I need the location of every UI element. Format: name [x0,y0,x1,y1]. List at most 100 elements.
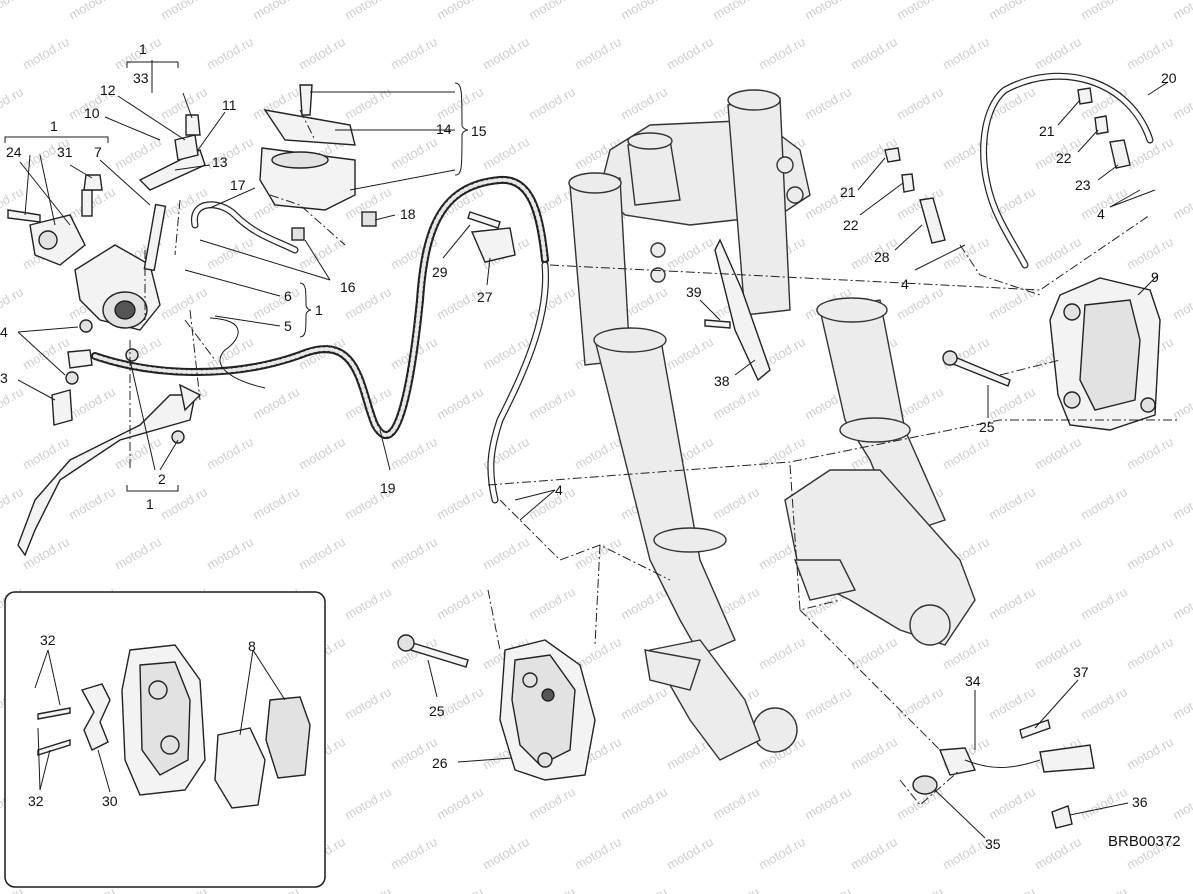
watermark-text: motod.ru [158,284,210,323]
watermark-text: motod.ru [710,784,762,823]
callout-label: 8 [248,638,256,654]
callout-label: 23 [1075,177,1091,193]
watermark-text: motod.ru [618,784,670,823]
watermark-text: motod.ru [664,834,716,873]
watermark-text: motod.ru [756,634,808,673]
watermark-text: motod.ru [526,384,578,423]
callout-label: 38 [714,373,730,389]
watermark-text: motod.ru [112,534,164,573]
watermark-text: motod.ru [1170,784,1193,823]
watermark-text: motod.ru [388,834,440,873]
callout-label: 4 [0,324,8,340]
watermark-text: motod.ru [894,684,946,723]
watermark-text: motod.ru [618,0,670,23]
braided-brake-hose [91,175,550,504]
watermark-text: motod.ru [342,584,394,623]
callout-label: 36 [1132,794,1148,810]
banjo-fittings [884,87,1131,244]
watermark-text: motod.ru [986,484,1038,523]
callout-label: 4 [1097,206,1105,222]
watermark-text: motod.ru [20,34,72,73]
callout-label: 21 [1039,123,1055,139]
callout-label: 3 [0,370,8,386]
diagram-code: BRB00372 [1108,833,1181,850]
watermark-text: motod.ru [802,884,854,894]
watermark-text: motod.ru [664,34,716,73]
watermark-text: motod.ru [894,884,946,894]
master-cylinder-assembly [7,114,206,557]
callout-label: 19 [380,480,396,496]
watermark-text: motod.ru [112,134,164,173]
watermark-text: motod.ru [756,834,808,873]
watermark-text: motod.ru [1170,484,1193,523]
callout-label: 16 [340,279,356,295]
left-brake-caliper [499,639,596,781]
watermark-text: motod.ru [1170,0,1193,23]
right-brake-hose [980,72,1154,269]
watermark-text: motod.ru [526,0,578,23]
watermark-text: motod.ru [296,434,348,473]
hose-clip [470,227,516,263]
watermark-text: motod.ru [296,534,348,573]
watermark-text: motod.ru [0,284,26,323]
watermark-text: motod.ru [848,34,900,73]
callout-label: 21 [840,184,856,200]
watermark-text: motod.ru [848,834,900,873]
watermark-text: motod.ru [1170,384,1193,423]
callout-label: 6 [284,288,292,304]
callout-label: 29 [432,264,448,280]
watermark-text: motod.ru [1170,84,1193,123]
watermark-text: motod.ru [618,584,670,623]
watermark-text: motod.ru [1170,184,1193,223]
callout-label: 27 [477,289,493,305]
callout-label: 18 [400,206,416,222]
watermark-text: motod.ru [434,0,486,23]
switch-wire [209,317,266,389]
watermark-text: motod.ru [388,534,440,573]
watermark-text: motod.ru [388,134,440,173]
watermark-text: motod.ru [434,784,486,823]
watermark-text: motod.ru [526,284,578,323]
watermark-text: motod.ru [572,34,624,73]
callout-label: 39 [686,284,702,300]
callout-label: 1 [139,41,147,57]
watermark-text: motod.ru [1032,834,1084,873]
callout-label: 33 [133,70,149,86]
callout-label: 32 [28,793,44,809]
callout-label: 32 [40,632,56,648]
watermark-text: motod.ru [0,484,26,523]
watermark-text: motod.ru [1078,0,1130,23]
callout-label: 1 [50,118,58,134]
watermark-text: motod.ru [158,0,210,23]
watermark-text: motod.ru [204,34,256,73]
watermark-text: motod.ru [802,0,854,23]
watermark-text: motod.ru [894,84,946,123]
watermark-text: motod.ru [388,34,440,73]
watermark-text: motod.ru [802,684,854,723]
watermark-text: motod.ru [1032,434,1084,473]
watermark-text: motod.ru [204,234,256,273]
watermark-text: motod.ru [480,34,532,73]
callout-label: 28 [874,249,890,265]
watermark-text: motod.ru [1170,584,1193,623]
watermark-text: motod.ru [802,84,854,123]
callout-label: 31 [57,144,73,160]
watermark-text: motod.ru [388,434,440,473]
watermark-text: motod.ru [618,684,670,723]
watermark-text: motod.ru [434,384,486,423]
watermark-text: motod.ru [158,484,210,523]
leader-lines [17,60,1169,839]
watermark-text: motod.ru [756,34,808,73]
watermark-text: motod.ru [66,484,118,523]
watermark-text: motod.ru [1032,34,1084,73]
callout-label: 35 [985,836,1001,852]
watermark-text: motod.ru [204,434,256,473]
watermark-text: motod.ru [1078,884,1130,894]
watermark-text: motod.ru [1124,734,1176,773]
watermark-text: motod.ru [526,84,578,123]
callout-label: 11 [222,97,237,113]
callout-label: 34 [965,673,981,689]
watermark-text: motod.ru [112,34,164,73]
watermark-text: motod.ru [526,584,578,623]
